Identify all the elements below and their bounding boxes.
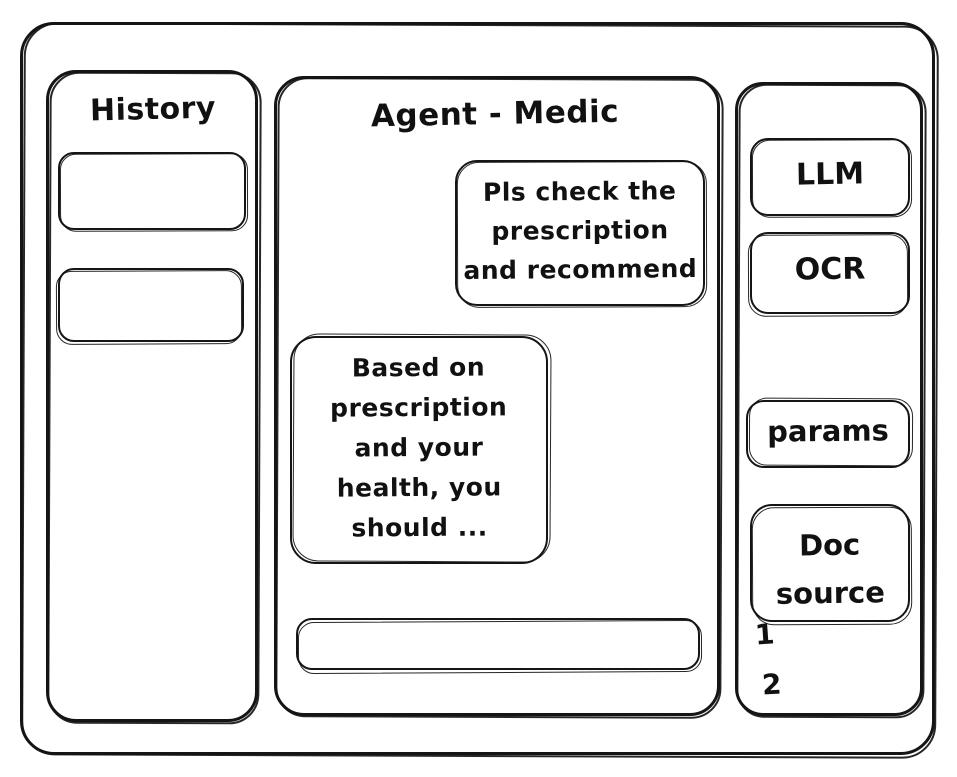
user-message-bubble xyxy=(455,160,705,306)
tool-button-doc-source-label: Doc source xyxy=(775,527,886,611)
message-input[interactable] xyxy=(296,618,700,670)
tool-button-llm-label: LLM xyxy=(795,156,865,193)
history-list-item[interactable] xyxy=(58,268,244,342)
assistant-message-text: Based on prescription and your health, y… xyxy=(330,352,508,543)
tool-button-params-label: params xyxy=(766,413,890,449)
tool-button-ocr[interactable] xyxy=(750,232,910,314)
tool-button-llm[interactable] xyxy=(750,138,910,216)
agent-panel-title: Agent - Medic xyxy=(370,93,620,135)
history-list-item[interactable] xyxy=(58,152,246,230)
doc-source-list-item[interactable]: 1 xyxy=(753,617,776,652)
tools-panel xyxy=(735,82,923,716)
agent-panel xyxy=(274,76,720,716)
tool-button-params[interactable] xyxy=(746,400,910,468)
doc-source-list-item[interactable]: 2 xyxy=(761,667,783,702)
user-message-text: Pls check the prescription and recommend xyxy=(463,176,698,286)
assistant-message-bubble xyxy=(290,336,548,564)
tool-button-ocr-label: OCR xyxy=(794,251,866,288)
history-panel xyxy=(46,70,258,722)
history-panel-title: History xyxy=(89,90,217,129)
window-frame xyxy=(20,22,935,755)
tool-button-doc-source[interactable] xyxy=(750,504,910,622)
